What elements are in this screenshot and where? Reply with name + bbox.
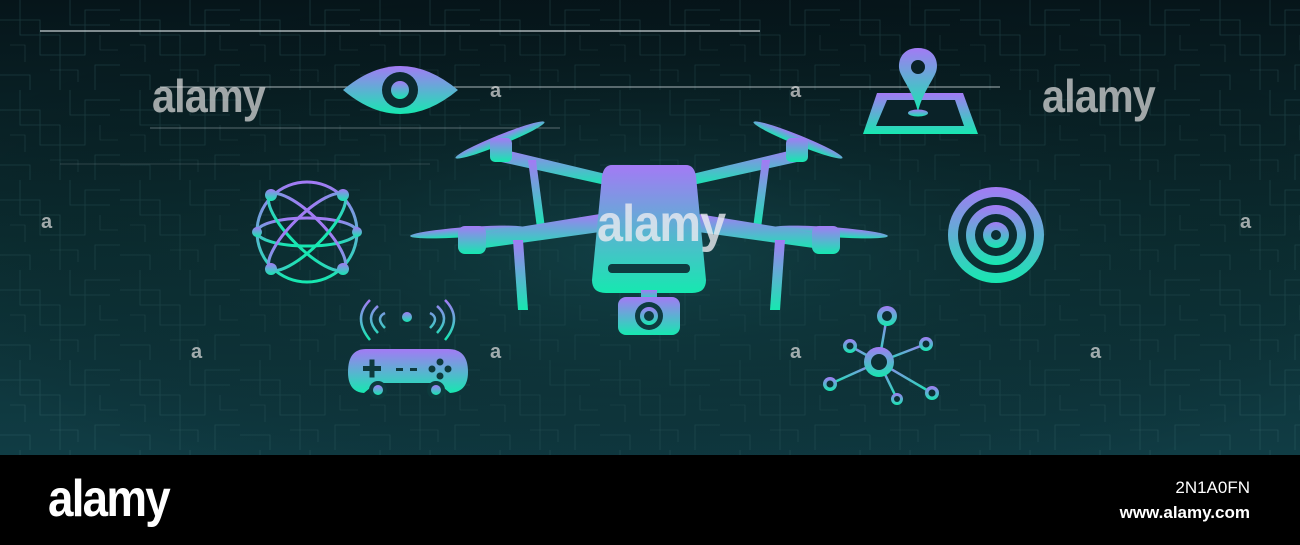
network-icon — [823, 306, 939, 405]
watermark: alamy — [1042, 70, 1156, 122]
watermark-mark: a — [41, 211, 52, 233]
location-pin-icon — [863, 48, 978, 134]
atom-globe-icon — [252, 180, 362, 284]
site-url: www.alamy.com — [1119, 503, 1250, 522]
image-id: 2N1A0FN — [1175, 478, 1250, 497]
watermark-center: alamy — [597, 195, 726, 253]
eye-icon — [343, 66, 458, 114]
target-icon — [938, 177, 1056, 294]
watermark-mark: a — [1240, 211, 1251, 233]
watermark-mark: a — [1090, 341, 1101, 363]
watermark-mark: a — [191, 341, 202, 363]
footer-logo: alamy — [48, 470, 171, 528]
drone-icon — [410, 121, 888, 335]
watermark-mark: a — [790, 341, 801, 363]
watermark-mark: a — [490, 341, 501, 363]
watermark-mark: a — [490, 80, 501, 102]
gamepad-icon — [348, 299, 468, 399]
drone-technology-illustration — [0, 0, 1300, 455]
stock-footer-bar: alamy 2N1A0FN www.alamy.com — [0, 455, 1300, 545]
watermark-mark: a — [790, 80, 801, 102]
watermark: alamy — [152, 70, 266, 122]
